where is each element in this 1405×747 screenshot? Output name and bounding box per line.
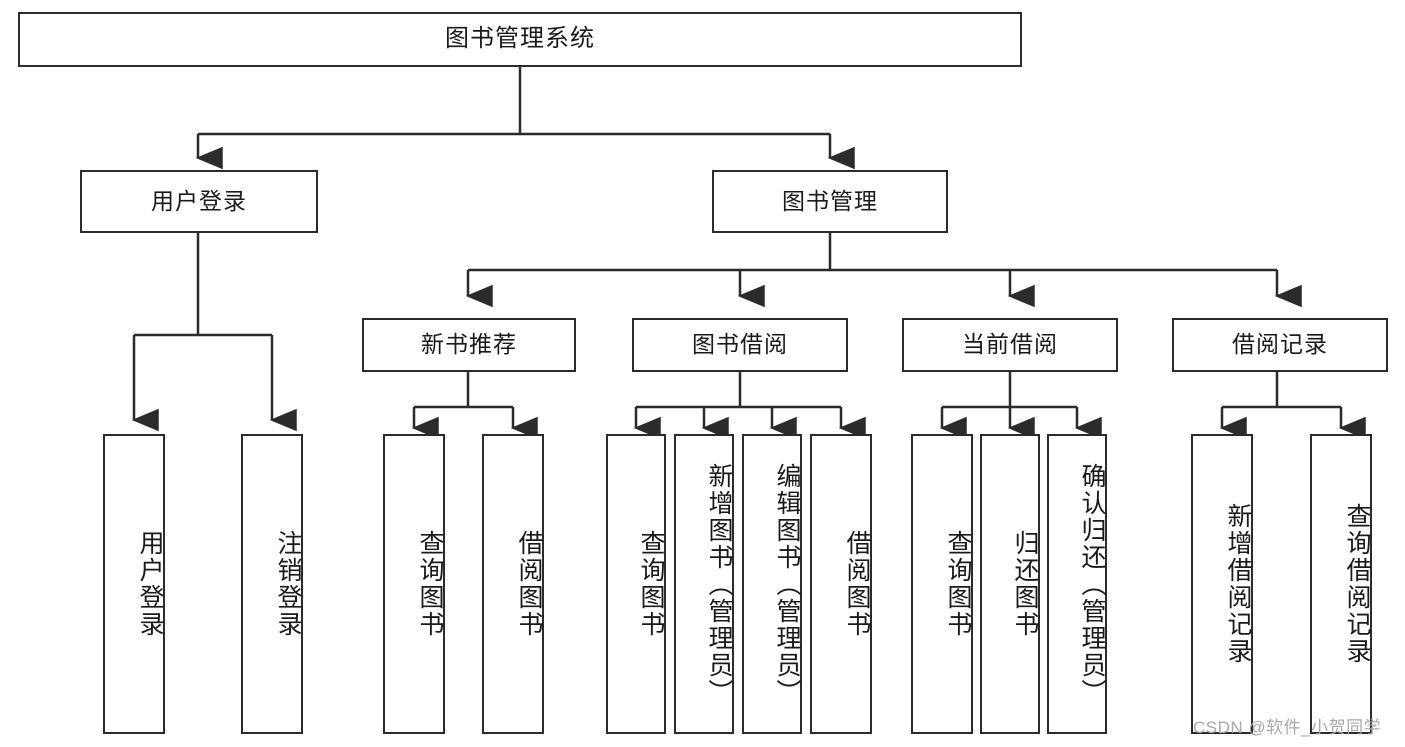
node-leaf-confirm-return[interactable]: 确认归还（管理员） <box>1047 434 1107 734</box>
node-label: 编辑图书（管理员） <box>773 462 801 706</box>
node-user-login[interactable]: 用户登录 <box>80 170 318 233</box>
node-label: 查询借阅记录 <box>1343 503 1371 665</box>
node-label: 用户登录 <box>136 530 164 638</box>
node-book-borrow[interactable]: 图书借阅 <box>632 318 848 372</box>
node-label: 当前借阅 <box>962 331 1058 358</box>
node-label: 查询图书 <box>944 530 972 638</box>
node-borrow-record[interactable]: 借阅记录 <box>1172 318 1388 372</box>
node-leaf-add-borrow-record[interactable]: 新增借阅记录 <box>1191 434 1253 734</box>
node-leaf-user-login[interactable]: 用户登录 <box>103 434 165 734</box>
node-leaf-query-book-borrow[interactable]: 查询图书 <box>606 434 666 734</box>
node-new-book-recommend[interactable]: 新书推荐 <box>362 318 576 372</box>
node-leaf-add-book[interactable]: 新增图书（管理员） <box>674 434 734 734</box>
node-current-borrow[interactable]: 当前借阅 <box>902 318 1118 372</box>
node-label: 图书管理系统 <box>445 25 595 53</box>
node-label: 归还图书 <box>1011 530 1039 638</box>
watermark-label: CSDN @软件_小贺同学 <box>1193 718 1382 737</box>
node-label: 图书借阅 <box>692 331 788 358</box>
node-label: 确认归还（管理员） <box>1078 462 1106 706</box>
node-leaf-edit-book[interactable]: 编辑图书（管理员） <box>742 434 802 734</box>
node-book-manage[interactable]: 图书管理 <box>712 170 948 233</box>
node-label: 借阅图书 <box>843 530 871 638</box>
node-label: 图书管理 <box>782 187 878 214</box>
node-label: 新书推荐 <box>421 331 517 358</box>
node-label: 借阅图书 <box>515 530 543 638</box>
node-label: 用户登录 <box>151 187 247 214</box>
node-leaf-borrow-book[interactable]: 借阅图书 <box>810 434 872 734</box>
node-label: 查询图书 <box>637 530 665 638</box>
node-leaf-query-book-current[interactable]: 查询图书 <box>911 434 973 734</box>
node-leaf-return-book[interactable]: 归还图书 <box>980 434 1040 734</box>
node-leaf-query-borrow-record[interactable]: 查询借阅记录 <box>1310 434 1372 734</box>
node-label: 新增借阅记录 <box>1224 503 1252 665</box>
node-label: 注销登录 <box>274 530 302 638</box>
node-label: 新增图书（管理员） <box>705 462 733 706</box>
node-label: 查询图书 <box>416 530 444 638</box>
node-label: 借阅记录 <box>1232 331 1328 358</box>
node-leaf-user-logout[interactable]: 注销登录 <box>241 434 303 734</box>
node-root-system[interactable]: 图书管理系统 <box>18 12 1022 67</box>
node-leaf-borrow-book-recommend[interactable]: 借阅图书 <box>482 434 544 734</box>
node-leaf-query-book-recommend[interactable]: 查询图书 <box>383 434 445 734</box>
